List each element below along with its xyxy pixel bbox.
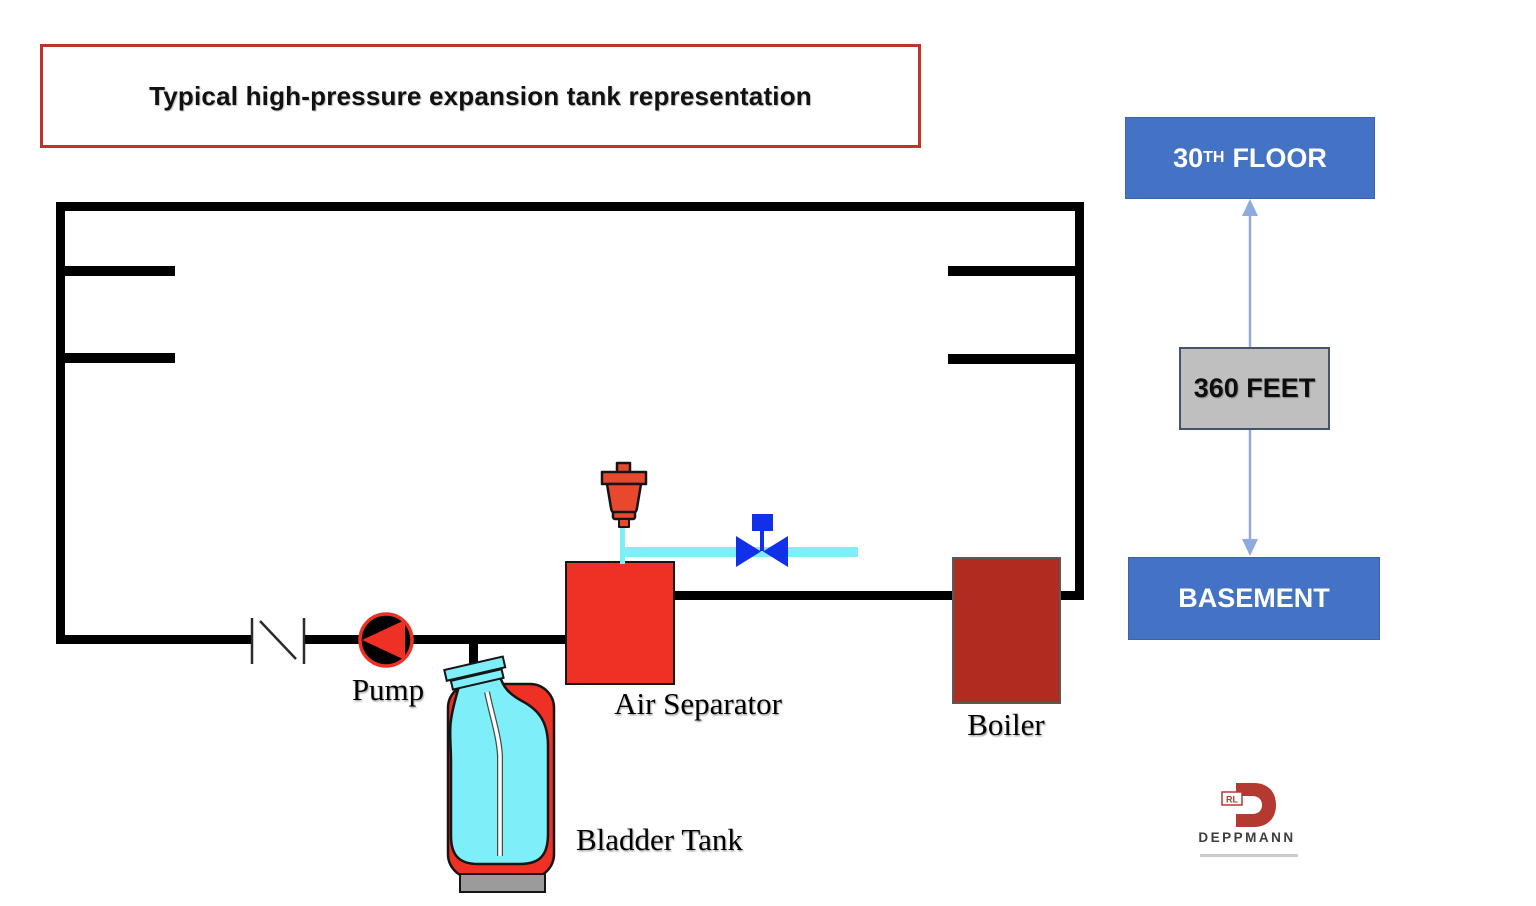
company-logo: RL DEPPMANN (1192, 772, 1308, 864)
isolation-valve-icon (250, 618, 306, 664)
top-floor-ordinal: TH (1203, 149, 1225, 166)
logo-initials-plate (1221, 791, 1243, 806)
top-floor-number: 30 (1173, 142, 1204, 173)
boiler-label: Boiler (967, 707, 1045, 742)
air-separator (565, 561, 675, 685)
distance-text: 360 FEET (1193, 373, 1316, 403)
pipe-separator-to-boiler (674, 591, 954, 600)
pipe-pump-run (305, 635, 567, 644)
pipe-right-riser (1075, 202, 1084, 600)
basement-text: BASEMENT (1178, 583, 1330, 613)
distance-box: 360 FEET (1179, 347, 1330, 430)
vent-line-vertical (620, 526, 625, 564)
pipe-left-branch-1 (60, 266, 175, 276)
logo-d-icon: RL (1221, 783, 1276, 827)
pipe-right-branch-1 (948, 266, 1079, 276)
logo-company-name: DEPPMANN (1198, 830, 1296, 845)
logo-rule (1200, 854, 1298, 857)
logo-initials: RL (1226, 795, 1238, 805)
boiler (952, 557, 1061, 704)
pipe-top (56, 202, 1084, 211)
logo-d-shape (1236, 783, 1276, 827)
pipe-loop (56, 202, 1084, 670)
page-title: Typical high-pressure expansion tank rep… (149, 80, 812, 111)
top-floor-word: FLOOR (1232, 142, 1327, 173)
pipe-left-riser (56, 202, 65, 643)
tank-neck-cap (443, 655, 507, 691)
pipe-boiler-elbow (1058, 591, 1084, 600)
pump-icon (358, 612, 414, 668)
bladder-tank-label: Bladder Tank (576, 822, 743, 857)
tank-base (459, 873, 546, 893)
tank-dip-tube (485, 691, 502, 856)
pipe-tank-drop (469, 640, 478, 670)
vent-shutoff-valve-icon (736, 514, 788, 567)
pipe-right-branch-2 (948, 354, 1079, 364)
pipe-left-branch-2 (60, 353, 175, 363)
pump-label: Pump (351, 672, 425, 707)
pipe-bottom-left (56, 635, 252, 644)
air-vent-icon (600, 461, 648, 528)
bladder-tank (443, 655, 556, 893)
title-box: Typical high-pressure expansion tank rep… (40, 44, 921, 148)
air-separator-label: Air Separator (614, 686, 782, 721)
basement-box: BASEMENT (1128, 557, 1380, 640)
